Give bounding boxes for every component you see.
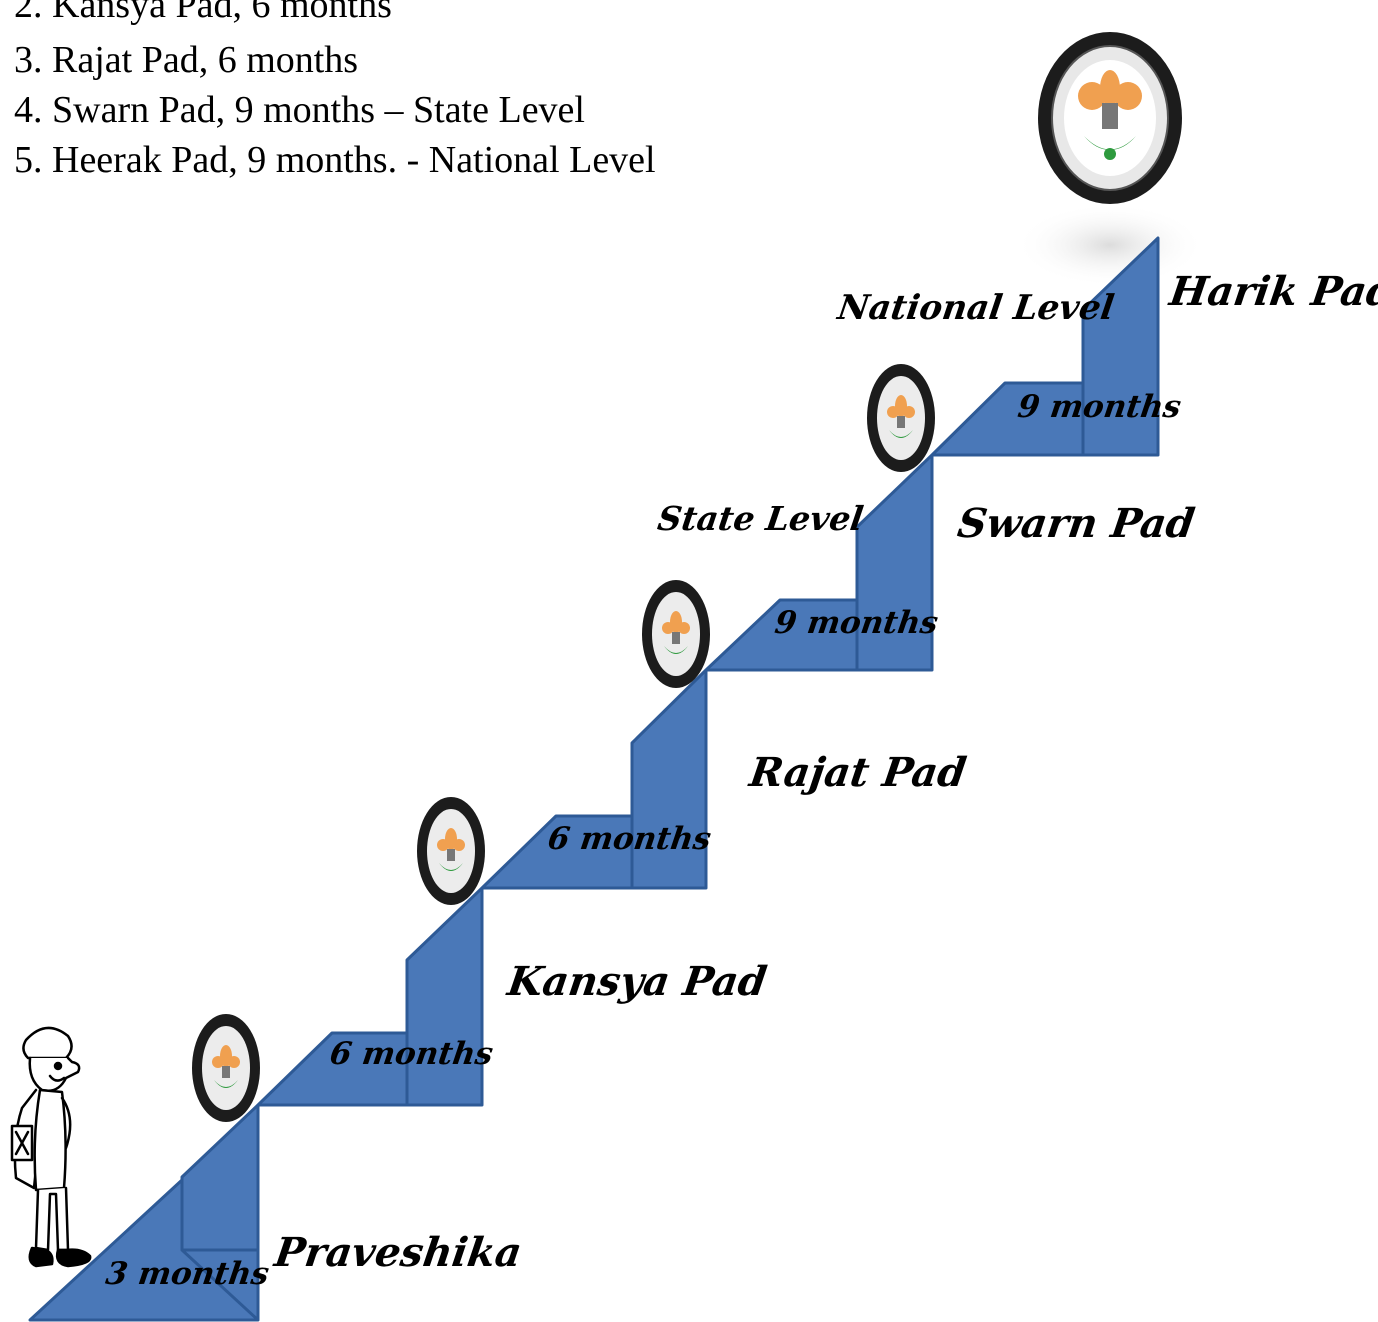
step-label-kansya: Kansya Pad bbox=[504, 958, 770, 1005]
scout-figure-icon bbox=[6, 1018, 98, 1293]
step-label-swarn: Swarn Pad bbox=[954, 500, 1198, 547]
step-label-rajat: Rajat Pad bbox=[746, 749, 970, 796]
hsg-emblem-icon bbox=[640, 578, 712, 695]
duration-label-harik: 9 months bbox=[1015, 389, 1184, 425]
duration-label-kansya: 6 months bbox=[327, 1036, 496, 1072]
level-label-harik: National Level bbox=[835, 288, 1117, 328]
list-item-kansya: 2. Kansya Pad, 6 months bbox=[14, 0, 392, 26]
hsg-emblem-icon bbox=[190, 1012, 262, 1129]
list-item-swarn: 4. Swarn Pad, 9 months – State Level bbox=[14, 89, 585, 131]
hsg-emblem-icon bbox=[415, 795, 487, 912]
list-item-heerak: 5. Heerak Pad, 9 months. - National Leve… bbox=[14, 139, 656, 181]
list-item-rajat: 3. Rajat Pad, 6 months bbox=[14, 39, 359, 81]
hsg-emblem-icon bbox=[865, 362, 937, 479]
step-label-praveshika: Praveshika bbox=[271, 1229, 525, 1276]
level-label-swarn: State Level bbox=[655, 499, 866, 538]
hsg-emblem-icon bbox=[1034, 28, 1186, 213]
duration-label-rajat: 6 months bbox=[545, 821, 714, 857]
step-label-harik: Harik Pad bbox=[1166, 268, 1378, 315]
duration-label-swarn: 9 months bbox=[772, 605, 941, 641]
duration-label-praveshika: 3 months bbox=[103, 1256, 272, 1292]
stair-shape bbox=[28, 236, 1160, 1322]
